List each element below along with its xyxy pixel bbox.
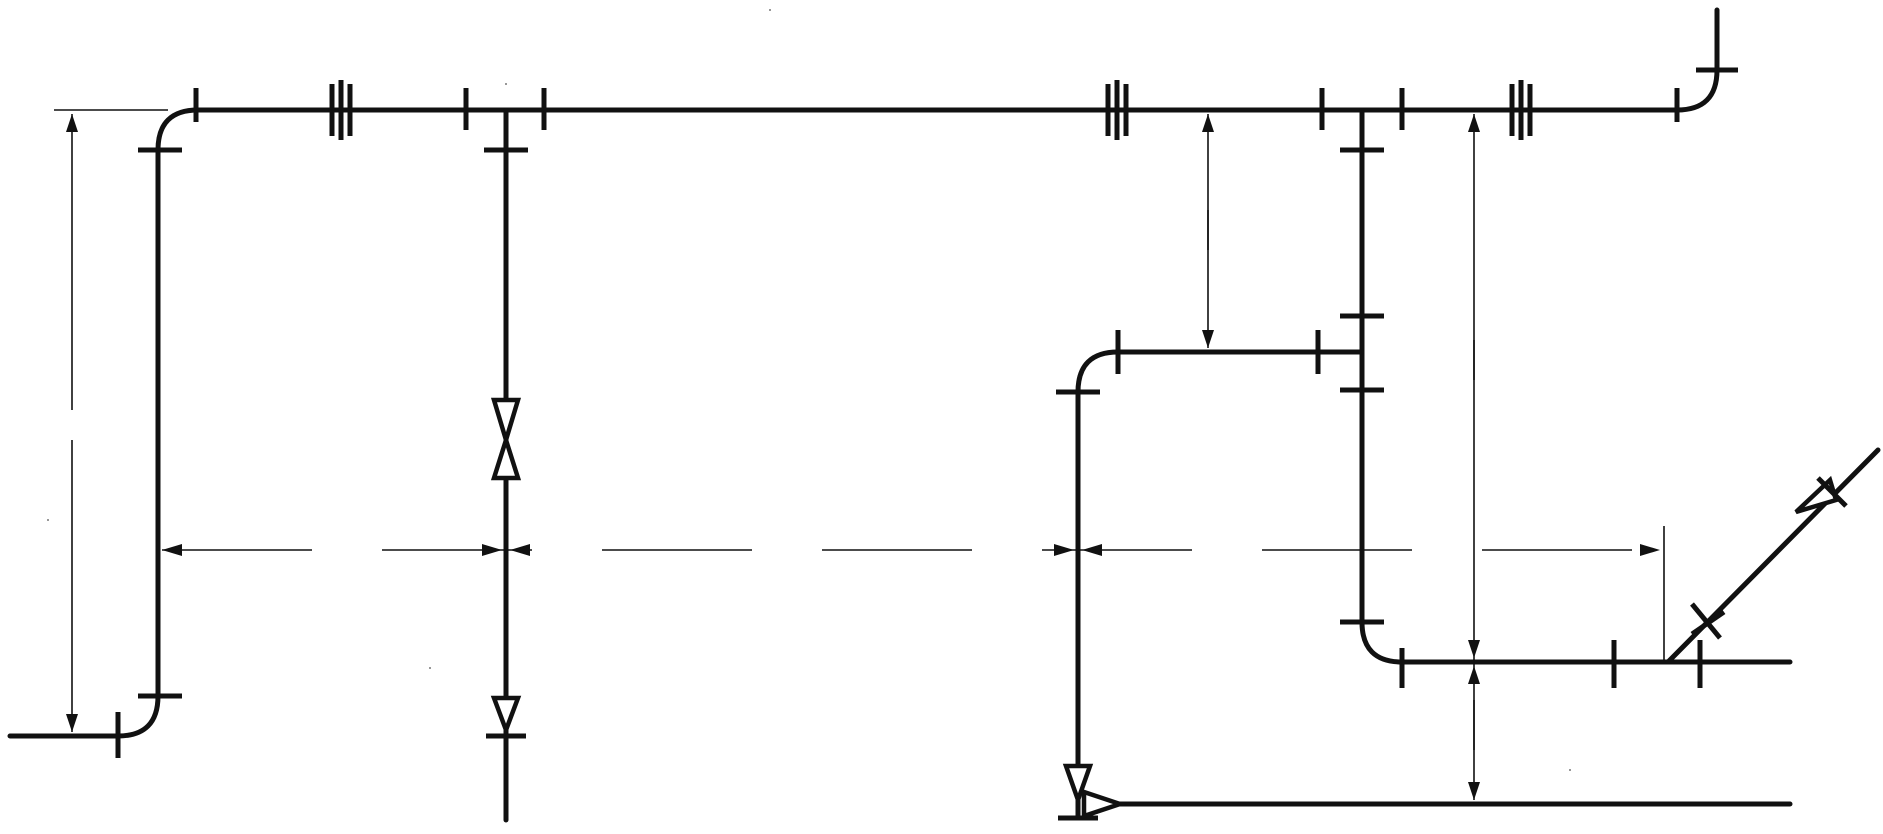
gate-valve-icon: [490, 397, 522, 481]
dimension-lines: [54, 109, 1665, 800]
dim-arrow: [1054, 544, 1074, 556]
flanged-joint: [1509, 80, 1533, 140]
check-valve-icon: [1062, 763, 1094, 807]
dim-arrow: [1640, 544, 1660, 556]
dim-arrow: [66, 714, 78, 732]
dim-arrow: [1202, 114, 1214, 132]
scan-specks: [47, 9, 1571, 771]
gate-valve-icon: [1794, 475, 1848, 515]
pipe-network: [7, 7, 1881, 823]
dim-arrow: [66, 114, 78, 132]
dim-arrow: [1468, 640, 1480, 658]
flanged-joint: [329, 80, 353, 140]
flanged-joint: [1105, 80, 1129, 140]
valve-cross-icon: [1690, 602, 1726, 640]
joint-markers: [115, 67, 1738, 821]
dim-arrow: [1468, 114, 1480, 132]
dim-arrow: [482, 544, 502, 556]
dim-arrow: [1468, 782, 1480, 800]
dim-arrow: [510, 544, 530, 556]
check-valve-icon: [490, 695, 522, 737]
right-branch-pipe: [1359, 107, 1793, 665]
dim-arrow: [1468, 666, 1480, 684]
dim-arrow: [1202, 330, 1214, 348]
dim-arrow: [1082, 544, 1102, 556]
top-right-riser-pipe: [1674, 7, 1720, 113]
dim-arrow: [162, 544, 182, 556]
middle-loop-pipe: [1075, 349, 1365, 821]
gate-valve-icon: [1081, 788, 1128, 820]
left-riser-pipe: [7, 107, 1680, 739]
